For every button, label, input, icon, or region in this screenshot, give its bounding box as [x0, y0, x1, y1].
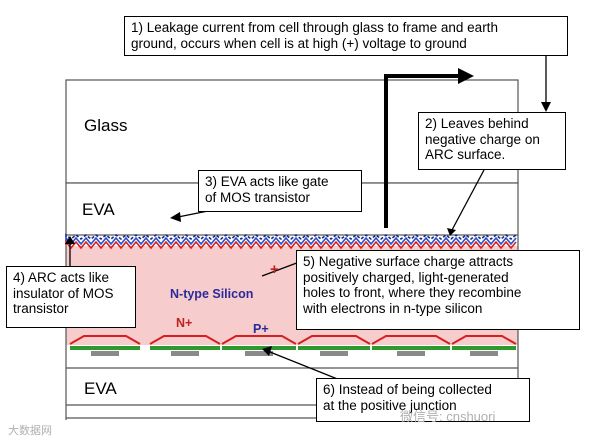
watermark-right: 微信号: cnshuori	[400, 409, 496, 424]
arc-red-line	[65, 239, 517, 250]
junction-doping-edge	[451, 335, 517, 345]
arc-negative-charge-line	[65, 233, 517, 241]
rear-junction-segment	[451, 335, 517, 356]
junction-doping-edge	[69, 335, 141, 345]
watermark-left: 大数据网	[8, 425, 52, 437]
passivation-contact	[298, 346, 370, 350]
leakage-current-arrow	[384, 74, 458, 228]
metal-contact	[470, 351, 498, 356]
leakage-current-arrowhead	[458, 68, 474, 84]
passivation-contact	[150, 346, 220, 350]
callout-collection: 6) Instead of being collected at the pos…	[316, 378, 530, 422]
n-type-silicon-label: N-type Silicon	[170, 287, 254, 301]
metal-contact	[171, 351, 199, 356]
junction-doping-edge	[221, 335, 297, 345]
passivation-contact	[452, 346, 516, 350]
arc-layer	[65, 233, 517, 250]
rear-junction-segment	[297, 335, 371, 356]
rear-junction-segment	[149, 335, 221, 356]
callout-leakage-current: 1) Leakage current from cell through gla…	[124, 16, 568, 56]
rear-junctions	[69, 335, 517, 356]
rear-junction-segment	[69, 335, 141, 356]
passivation-contact	[372, 346, 450, 350]
arrow-c2-to-arc	[451, 169, 485, 231]
arrowhead-c4	[65, 236, 75, 244]
positive-hole-sign: +	[270, 261, 279, 278]
junction-doping-edge	[149, 335, 221, 345]
callout-negative-charge: 2) Leaves behind negative charge on ARC …	[418, 112, 566, 170]
metal-contact	[320, 351, 348, 356]
n-plus-label: N+	[176, 316, 193, 330]
rear-junction-segment	[221, 335, 297, 356]
arrowhead-c1	[541, 102, 551, 112]
arrowhead-c2	[447, 228, 456, 236]
metal-contact	[245, 351, 273, 356]
passivation-contact	[222, 346, 296, 350]
arc-blue-line	[65, 235, 517, 246]
callout-surface-charge: 5) Negative surface charge attracts posi…	[296, 250, 580, 330]
metal-contact	[91, 351, 119, 356]
arrowhead-c6	[262, 346, 272, 356]
junction-doping-edge	[297, 335, 371, 345]
arrowhead-c3	[170, 212, 181, 222]
callout-eva-gate: 3) EVA acts like gate of MOS transistor	[198, 170, 362, 212]
pointer-arrowheads	[65, 102, 551, 356]
eva-top-label: EVA	[82, 200, 115, 219]
p-plus-label: P+	[253, 322, 269, 336]
junction-doping-edge	[371, 335, 451, 345]
callout-arc-insulator: 4) ARC acts like insulator of MOS transi…	[6, 266, 136, 328]
metal-contact	[397, 351, 425, 356]
glass-label: Glass	[84, 116, 128, 135]
rear-junction-segment	[371, 335, 451, 356]
passivation-contact	[70, 346, 140, 350]
eva-bottom-label: EVA	[84, 379, 117, 398]
